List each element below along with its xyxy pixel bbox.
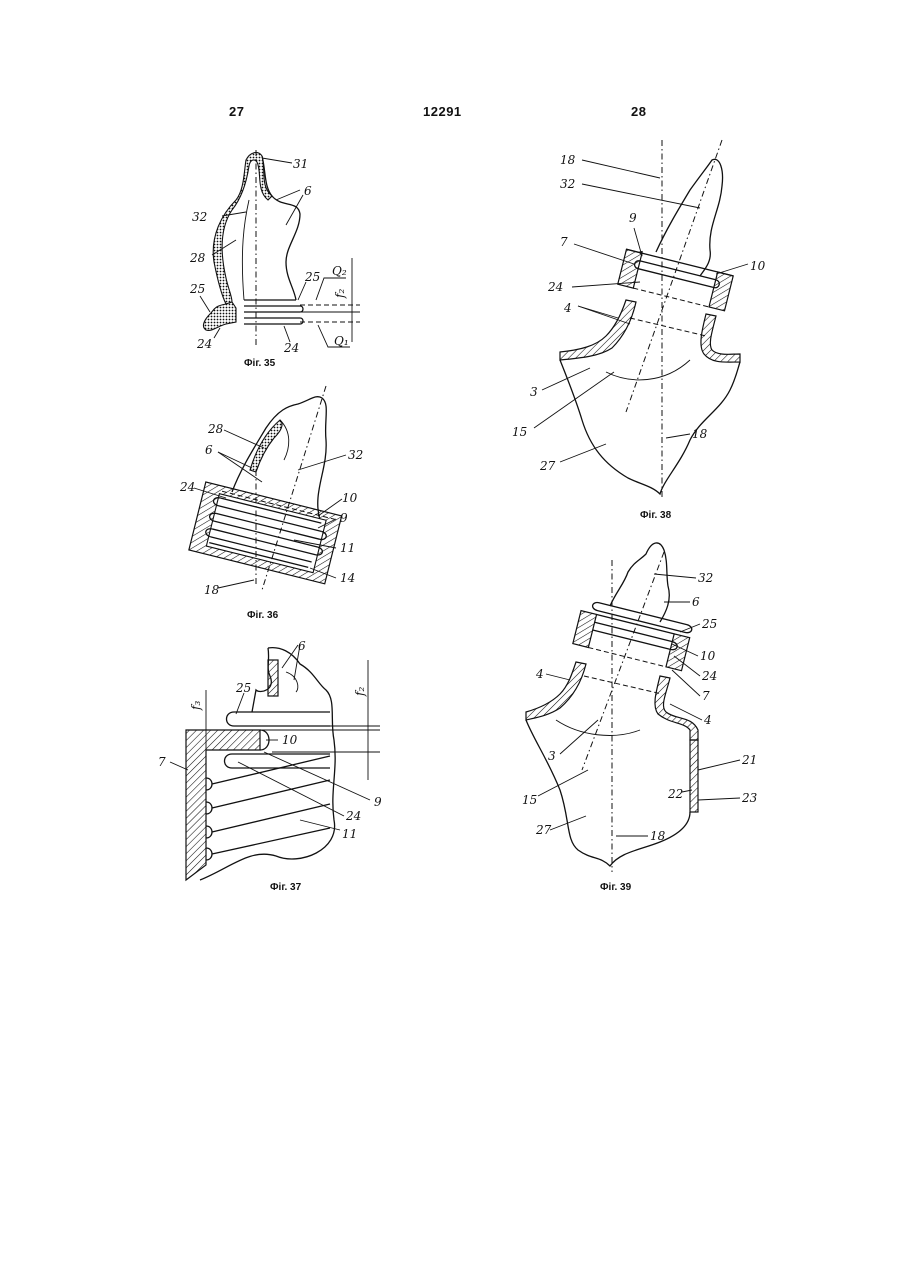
fig38-label-24: 24 [547,280,563,294]
fig35-label-32: 32 [192,210,207,224]
fig36-label-6: 6 [205,443,213,457]
fig36-label-9: 9 [340,511,348,525]
fig35-label-25a: 25 [189,282,205,296]
fig39-label-6: 6 [692,595,700,609]
fig38-caption: Фіг. 38 [640,510,672,521]
fig37-label-f2: f₂ [353,687,367,697]
fig36-label-14: 14 [340,571,355,585]
fig39-label-4b: 4 [703,713,712,727]
fig39-label-21: 21 [741,753,757,767]
fig35-label-25b: 25 [304,270,320,284]
fig35-label-Q2: Q₂ [332,264,347,278]
fig39-label-3: 3 [548,749,556,763]
fig35-label-6: 6 [304,184,312,198]
fig39-label-4a: 4 [535,667,544,681]
figure-36: 28 6 32 24 10 9 11 14 18 Фіг. 36 [179,386,363,621]
fig39-label-18: 18 [650,829,666,843]
fig38-label-7: 7 [560,235,568,249]
fig36-label-32: 32 [348,448,363,462]
fig36-label-10: 10 [342,491,358,505]
fig35-label-f2: f₂ [333,289,347,299]
fig38-label-10: 10 [750,259,766,273]
fig38-label-18b: 18 [692,427,708,441]
fig37-label-f3: f₃ [189,701,203,711]
fig38-label-4: 4 [563,301,572,315]
fig37-label-10: 10 [282,733,298,747]
fig35-label-28: 28 [189,251,206,265]
fig39-label-24: 24 [701,669,717,683]
fig38-label-3: 3 [530,385,538,399]
fig36-label-24: 24 [179,480,195,494]
fig38-label-27: 27 [539,459,556,473]
fig38-label-18a: 18 [560,153,576,167]
fig39-label-23: 23 [741,791,758,805]
fig38-label-9: 9 [629,211,637,225]
fig37-label-6: 6 [298,639,306,653]
fig38-label-15: 15 [512,425,527,439]
fig37-label-24: 24 [345,809,361,823]
fig37-caption: Фіг. 37 [270,882,302,893]
fig39-label-25: 25 [701,617,717,631]
fig39-label-15: 15 [522,793,537,807]
fig39-caption: Фіг. 39 [600,882,632,893]
figure-37: 6 25 f₃ f₂ 10 7 9 24 11 Фіг. 37 [158,639,382,893]
figure-35: 31 6 32 28 25 24 25 24 Q₂ Q₁ f₂ Фіг. 35 [189,150,360,369]
fig36-label-28: 28 [207,422,224,436]
fig38-label-32: 32 [560,177,575,191]
fig37-label-7: 7 [158,755,166,769]
fig39-label-10: 10 [700,649,716,663]
figure-39: 32 6 25 10 24 7 4 4 3 21 22 23 15 27 18 … [522,543,758,893]
fig35-label-24a: 24 [196,337,212,351]
fig39-label-22: 22 [667,787,683,801]
fig35-caption: Фіг. 35 [244,358,276,369]
fig35-label-Q1: Q₁ [334,334,349,348]
figure-38: 18 32 9 7 24 10 4 3 15 27 18 Фіг. 38 [512,140,766,521]
fig36-caption: Фіг. 36 [247,610,279,621]
fig39-label-27: 27 [535,823,552,837]
fig37-label-25: 25 [235,681,251,695]
fig35-label-24b: 24 [283,341,299,355]
fig37-label-9: 9 [374,795,382,809]
fig37-label-11: 11 [342,827,357,841]
fig36-label-18: 18 [204,583,220,597]
fig35-label-31: 31 [293,157,308,171]
fig39-label-7: 7 [702,689,710,703]
fig39-label-32: 32 [698,571,713,585]
fig36-label-11: 11 [340,541,355,555]
